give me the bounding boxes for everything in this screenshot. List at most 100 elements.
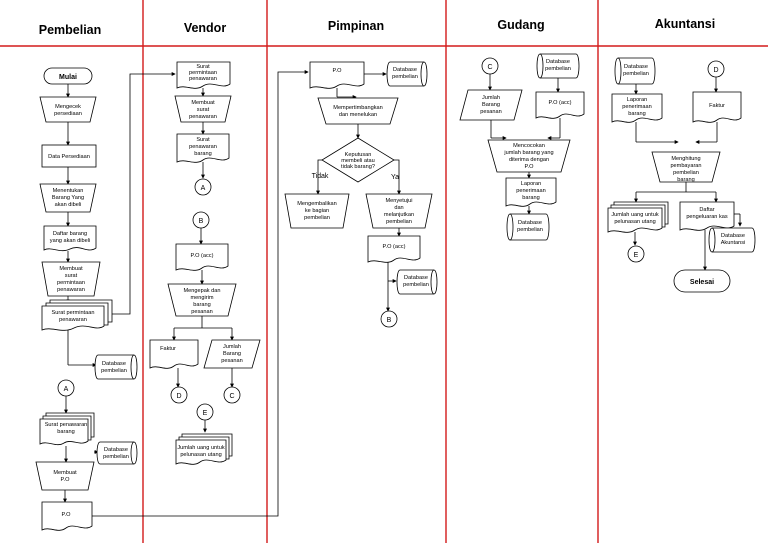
svg-text:E: E (203, 410, 208, 417)
svg-text:P.O: P.O (333, 68, 343, 74)
connector-d-akuntansi: D (707, 60, 725, 78)
lane-title-pimpinan: Pimpinan (328, 19, 384, 33)
svg-text:C: C (229, 393, 234, 400)
document-pimpinan-po: P.O (309, 61, 365, 89)
connector-a-vendor: A (194, 178, 212, 196)
svg-text:P.O: P.O (62, 512, 72, 518)
connector-c-gudang: C (481, 57, 499, 75)
svg-text:P.O (acc): P.O (acc) (383, 244, 406, 250)
svg-text:Data Persediaan: Data Persediaan (48, 154, 90, 160)
label-ya: Ya (391, 174, 399, 181)
connector-b-vendor: B (192, 211, 210, 229)
svg-text:Selesai: Selesai (690, 279, 714, 286)
document-vendor-faktur: Faktur (149, 339, 199, 369)
svg-text:D: D (713, 67, 718, 74)
document-akuntansi-faktur: Faktur (692, 91, 742, 123)
lane-title-vendor: Vendor (184, 21, 227, 35)
end-terminal: Selesai (673, 269, 731, 293)
document-vendor-po-acc: P.O (acc) (175, 243, 229, 271)
svg-text:Faktur: Faktur (709, 103, 725, 109)
svg-text:A: A (201, 185, 206, 192)
svg-text:B: B (387, 317, 392, 324)
data-persediaan-box: Data Persediaan (41, 144, 97, 168)
connector-d-vendor: D (170, 386, 188, 404)
connector-e-vendor: E (196, 403, 214, 421)
document-gudang-po-acc: P.O (acc) (535, 91, 585, 119)
svg-text:E: E (634, 252, 639, 259)
lane-title-akuntansi: Akuntansi (655, 17, 715, 31)
svg-text:P.O (acc): P.O (acc) (549, 100, 572, 106)
svg-text:B: B (199, 218, 204, 225)
document-pimpinan-po-acc: P.O (acc) (367, 235, 421, 263)
connector-e-akuntansi: E (627, 245, 645, 263)
svg-text:Mulai: Mulai (59, 74, 77, 81)
svg-text:P.O (acc): P.O (acc) (191, 253, 214, 259)
lane-title-gudang: Gudang (497, 18, 544, 32)
connector-b-pimpinan: B (380, 310, 398, 328)
svg-text:C: C (487, 64, 492, 71)
lane-title-pembelian: Pembelian (39, 23, 102, 37)
document-po-pembelian: P.O (41, 501, 93, 531)
svg-text:A: A (64, 386, 69, 393)
